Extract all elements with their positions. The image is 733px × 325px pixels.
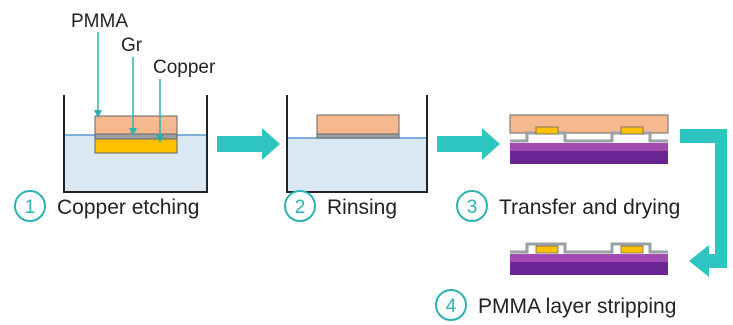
step-3-label: Transfer and drying: [499, 196, 680, 219]
copper-foil: [94, 138, 178, 154]
arrow-step2-to-step3: [437, 128, 500, 160]
final-device: [510, 242, 668, 275]
electrode: [620, 126, 644, 135]
step-3-number: 3: [467, 197, 478, 218]
label-pmma: PMMA: [71, 11, 128, 32]
pmma-layer: [94, 115, 178, 135]
arrow-step1-to-step2: [217, 128, 280, 160]
step-1-label: Copper etching: [57, 196, 199, 219]
step-4-number: 4: [446, 296, 457, 317]
step-3-caption: 3 Transfer and drying: [456, 190, 680, 222]
step-2-number: 2: [295, 197, 306, 218]
sample-stack-2: [316, 114, 400, 139]
step-2-caption: 2 Rinsing: [284, 190, 397, 222]
substrate-base: [510, 262, 668, 275]
substrate-base: [510, 151, 668, 164]
substrate-oxide: [510, 143, 668, 151]
pmma-layer: [509, 114, 669, 134]
step-1-number: 1: [25, 197, 36, 218]
step-4-label: PMMA layer stripping: [478, 295, 676, 318]
graphene-layer: [510, 131, 668, 143]
rinse-water: [287, 138, 427, 192]
label-gr: Gr: [121, 35, 143, 56]
arrow-step3-to-step4: [680, 129, 727, 277]
step-4-caption: 4 PMMA layer stripping: [435, 289, 676, 321]
step-1-caption: 1 Copper etching: [14, 190, 199, 222]
transferred-stack: [509, 114, 669, 164]
substrate-oxide: [510, 254, 668, 262]
electrode: [620, 245, 644, 254]
graphene-layer: [94, 133, 178, 140]
electrode: [535, 245, 559, 254]
step-number-badge: [456, 190, 488, 222]
sample-stack-1: [94, 115, 178, 154]
step-number-badge: [14, 190, 46, 222]
electrode: [535, 126, 559, 135]
graphene-layer: [510, 242, 668, 254]
label-copper: Copper: [153, 57, 216, 78]
beaker-2: [286, 95, 428, 193]
pmma-layer: [316, 114, 400, 135]
graphene-layer: [316, 133, 400, 139]
step-number-badge: [284, 190, 316, 222]
step-2-label: Rinsing: [327, 196, 397, 219]
step-number-badge: [435, 289, 467, 321]
